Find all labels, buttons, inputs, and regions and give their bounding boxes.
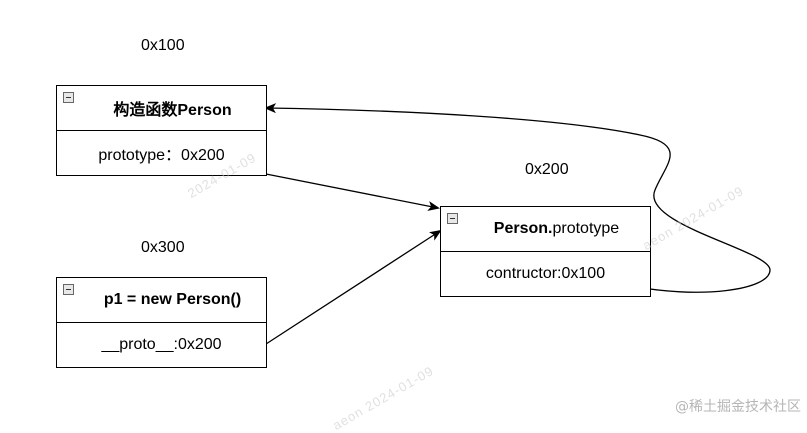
edge-prototype-to-constructor	[264, 103, 771, 293]
prototype-node[interactable]: Person.prototype contructor:0x100	[440, 206, 651, 297]
constructor-address-label: 0x100	[141, 37, 185, 54]
edge-instance-to-prototype	[265, 229, 442, 345]
prototype-node-title-rest: prototype	[552, 220, 620, 237]
collapse-icon[interactable]	[447, 213, 458, 224]
constructor-node-header: 构造函数Person	[57, 86, 266, 131]
constructor-node-title: 构造函数Person	[113, 102, 232, 119]
site-credit: @稀土掘金技术社区	[675, 399, 801, 415]
instance-node-title: p1 = new Person()	[103, 291, 242, 308]
connector-layer	[264, 103, 771, 345]
collapse-icon[interactable]	[63, 284, 74, 295]
edge-constructor-to-prototype	[265, 173, 440, 211]
instance-node-field: __proto__:0x200	[101, 335, 222, 353]
prototype-node-field: contructor:0x100	[485, 264, 606, 282]
prototype-node-title: Person.prototype	[463, 207, 650, 251]
prototype-node-title-bold: Person.	[493, 220, 553, 237]
instance-node-header: p1 = new Person()	[57, 278, 266, 323]
constructor-node[interactable]: 构造函数Person prototype：0x200	[56, 85, 267, 176]
instance-address-label: 0x300	[141, 239, 185, 256]
prototype-node-header: Person.prototype	[441, 207, 650, 252]
prototype-address-label: 0x200	[525, 161, 569, 178]
collapse-icon[interactable]	[63, 92, 74, 103]
instance-node[interactable]: p1 = new Person() __proto__:0x200	[56, 277, 267, 368]
constructor-node-field: prototype：0x200	[98, 146, 225, 164]
